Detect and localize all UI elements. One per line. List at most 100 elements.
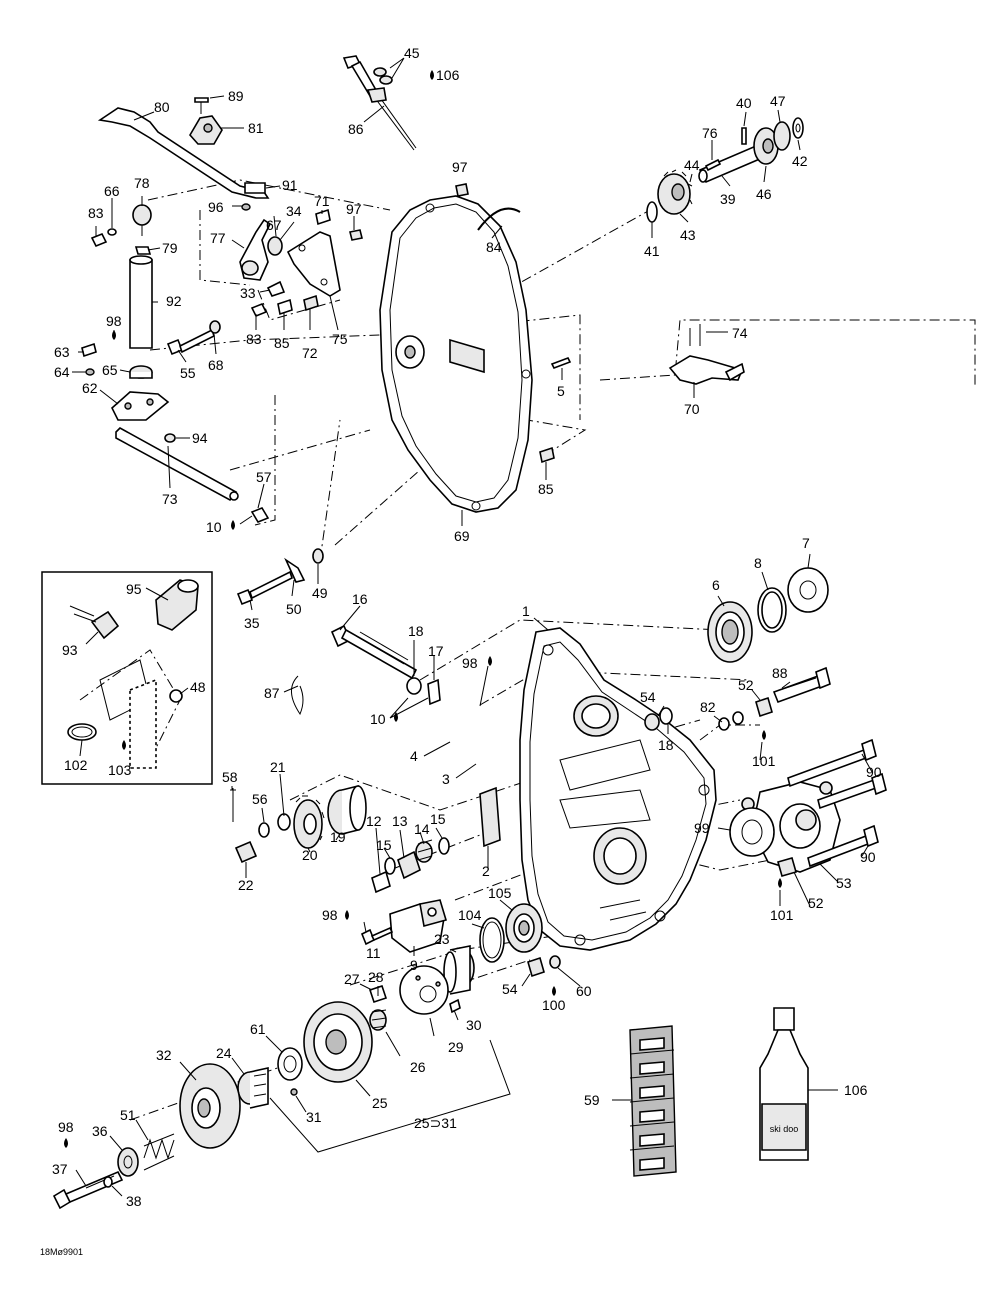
callout-90: 90 bbox=[860, 849, 876, 865]
callout-101: 101 bbox=[752, 753, 776, 769]
callout-29: 29 bbox=[448, 1039, 464, 1055]
inset-detail-box bbox=[41, 571, 213, 785]
callout-81: 81 bbox=[248, 120, 264, 136]
callout-23: 23 bbox=[434, 931, 450, 947]
callout-87: 87 bbox=[264, 685, 280, 701]
callout-56: 56 bbox=[252, 791, 268, 807]
drive-chain bbox=[629, 1025, 677, 1177]
callout-35: 35 bbox=[244, 615, 260, 631]
callout-42: 42 bbox=[792, 153, 808, 169]
callout-96: 96 bbox=[208, 199, 224, 215]
callout-101: 101 bbox=[770, 907, 794, 923]
callout-85: 85 bbox=[274, 335, 290, 351]
callout-19: 19 bbox=[330, 829, 346, 845]
callout-57: 57 bbox=[256, 469, 272, 485]
callout-37: 37 bbox=[52, 1161, 68, 1177]
callout-16: 16 bbox=[352, 591, 368, 607]
callout-82: 82 bbox=[700, 699, 716, 715]
callout-78: 78 bbox=[134, 175, 150, 191]
callout-12: 12 bbox=[366, 813, 382, 829]
callout-5: 5 bbox=[557, 383, 565, 399]
callout-52: 52 bbox=[738, 677, 754, 693]
callout-70: 70 bbox=[684, 401, 700, 417]
callout-66: 66 bbox=[104, 183, 120, 199]
callout-17: 17 bbox=[428, 643, 444, 659]
callout-55: 55 bbox=[180, 365, 196, 381]
callout-58: 58 bbox=[222, 769, 238, 785]
bolt-35-assembly bbox=[236, 548, 324, 606]
callout-33: 33 bbox=[240, 285, 256, 301]
callout-98: 98 bbox=[58, 1119, 74, 1135]
callout-98: 98 bbox=[462, 655, 478, 671]
callout-95: 95 bbox=[126, 581, 142, 597]
callout-21: 21 bbox=[270, 759, 286, 775]
callout-106: 106 bbox=[844, 1082, 868, 1098]
callout-54: 54 bbox=[502, 981, 518, 997]
callout-104: 104 bbox=[458, 907, 482, 923]
dipstick-assembly bbox=[342, 55, 417, 151]
callout-25: 25 bbox=[372, 1095, 388, 1111]
tensioner-bolt-assembly bbox=[291, 624, 441, 716]
callout-4: 4 bbox=[410, 748, 418, 764]
callout-100: 100 bbox=[542, 997, 566, 1013]
callout-10: 10 bbox=[370, 711, 386, 727]
callout-75: 75 bbox=[332, 331, 348, 347]
diagram-code: 18Mø9901 bbox=[40, 1247, 83, 1257]
callout-59: 59 bbox=[584, 1092, 600, 1108]
callout-15: 15 bbox=[376, 837, 392, 853]
callout-34: 34 bbox=[286, 203, 302, 219]
bottle-label: ski doo bbox=[770, 1124, 799, 1134]
callout-31: 31 bbox=[306, 1109, 322, 1125]
callout-62: 62 bbox=[82, 380, 98, 396]
callout-53: 53 bbox=[836, 875, 852, 891]
callout-36: 36 bbox=[92, 1123, 108, 1139]
callout-65: 65 bbox=[102, 362, 118, 378]
callout-26: 26 bbox=[410, 1059, 426, 1075]
callout-74: 74 bbox=[732, 325, 748, 341]
upper-sprocket-group bbox=[230, 784, 367, 864]
part-callouts: 45 106 86 89 80 81 91 66 78 83 96 34 71 … bbox=[52, 45, 882, 1209]
callout-84: 84 bbox=[486, 239, 502, 255]
callout-25-to-31: 25⊃31 bbox=[414, 1115, 457, 1131]
callout-99: 99 bbox=[694, 820, 710, 836]
callout-30: 30 bbox=[466, 1017, 482, 1033]
callout-72: 72 bbox=[302, 345, 318, 361]
oil-drop-icons bbox=[64, 70, 782, 1148]
callout-41: 41 bbox=[644, 243, 660, 259]
callout-61: 61 bbox=[250, 1021, 266, 1037]
callout-102: 102 bbox=[64, 757, 88, 773]
callout-54: 54 bbox=[640, 689, 656, 705]
callout-77: 77 bbox=[210, 230, 226, 246]
callout-94: 94 bbox=[192, 430, 208, 446]
callout-90: 90 bbox=[866, 764, 882, 780]
callout-80: 80 bbox=[154, 99, 170, 115]
callout-15: 15 bbox=[430, 811, 446, 827]
callout-18: 18 bbox=[408, 623, 424, 639]
callout-97: 97 bbox=[452, 159, 468, 175]
oil-bottle: ski doo bbox=[759, 1007, 809, 1161]
callout-73: 73 bbox=[162, 491, 178, 507]
spring-assembly bbox=[52, 1133, 175, 1210]
callout-7: 7 bbox=[802, 535, 810, 551]
callout-40: 40 bbox=[736, 95, 752, 111]
callout-11: 11 bbox=[366, 945, 381, 961]
callout-93: 93 bbox=[62, 642, 78, 658]
shaft-gear-assembly bbox=[646, 117, 804, 223]
callout-88: 88 bbox=[772, 665, 788, 681]
callout-83: 83 bbox=[88, 205, 104, 221]
idler-bracket bbox=[360, 899, 448, 953]
tensioner-spacer-group bbox=[371, 837, 450, 894]
callout-47: 47 bbox=[770, 93, 786, 109]
callout-45: 45 bbox=[404, 45, 420, 61]
bearing-plate-group bbox=[729, 738, 887, 877]
callout-79: 79 bbox=[162, 240, 178, 256]
callout-71: 71 bbox=[314, 193, 330, 209]
callout-92: 92 bbox=[166, 293, 182, 309]
chaincase-housing bbox=[479, 627, 717, 951]
callout-91: 91 bbox=[282, 177, 298, 193]
callout-83: 83 bbox=[246, 331, 262, 347]
callout-51: 51 bbox=[120, 1107, 136, 1123]
callout-46: 46 bbox=[756, 186, 772, 202]
callout-98: 98 bbox=[106, 313, 122, 329]
